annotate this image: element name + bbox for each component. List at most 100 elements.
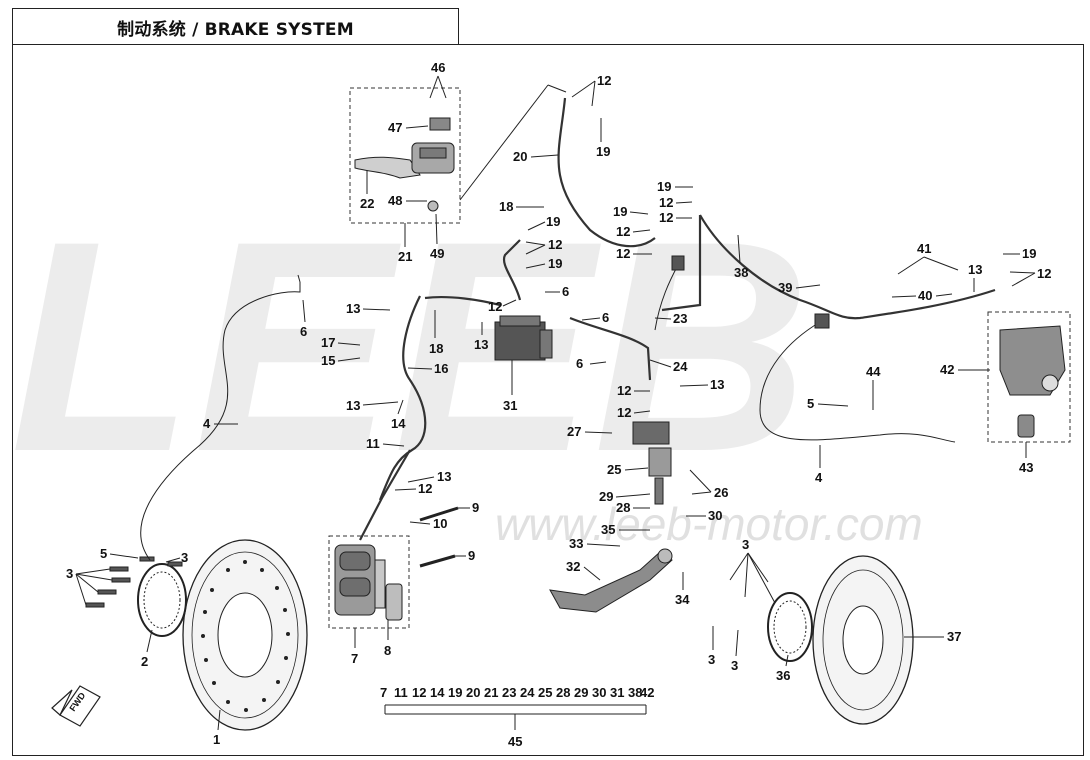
callout-label: 12 xyxy=(597,73,611,88)
callout-label: 1 xyxy=(213,732,220,747)
callout-label: 3 xyxy=(708,652,715,667)
callout-label: 11 xyxy=(366,436,380,451)
group-item-label: 38 xyxy=(628,685,642,700)
callout-label: 13 xyxy=(474,337,488,352)
rear-hose-38 xyxy=(699,214,996,320)
callout-label: 13 xyxy=(346,398,360,413)
rear-caliper-group-box xyxy=(987,311,1071,443)
watermark-url: www.leeb-motor.com xyxy=(495,498,923,550)
callout-label: 13 xyxy=(968,262,982,277)
callout-label: 3 xyxy=(181,550,188,565)
callout-label: 29 xyxy=(599,489,613,504)
callout-label: 12 xyxy=(659,210,673,225)
callout-label: 14 xyxy=(391,416,406,431)
callout-label: 6 xyxy=(576,356,583,371)
callout-label: 4 xyxy=(815,470,823,485)
group-total-label: 45 xyxy=(508,734,522,749)
callout-label: 3 xyxy=(66,566,73,581)
callout-label: 28 xyxy=(616,500,630,515)
group-item-label: 11 xyxy=(394,685,408,700)
callout-label: 9 xyxy=(468,548,475,563)
group-item-label: 19 xyxy=(448,685,462,700)
front-brake-disc xyxy=(182,539,308,731)
rear-caliper xyxy=(999,325,1066,396)
callout-label: 38 xyxy=(734,265,748,280)
callout-label: 12 xyxy=(659,195,673,210)
group-item-label: 21 xyxy=(484,685,498,700)
callout-label: 12 xyxy=(617,405,631,420)
callout-label: 19 xyxy=(613,204,627,219)
callout-label: 34 xyxy=(675,592,690,607)
rear-sensor-cable xyxy=(759,321,956,443)
callout-label: 18 xyxy=(429,341,443,356)
callout-label: 13 xyxy=(346,301,360,316)
front-bolts xyxy=(85,556,183,608)
bottom-group-bracket xyxy=(384,704,647,730)
callout-label: 49 xyxy=(430,246,444,261)
title-box: 制动系统 / BRAKE SYSTEM xyxy=(12,8,459,45)
callout-label: 12 xyxy=(488,299,502,314)
callout-label: 43 xyxy=(1019,460,1033,475)
group-item-label: 30 xyxy=(592,685,606,700)
callout-label: 3 xyxy=(731,658,738,673)
group-item-label: 14 xyxy=(430,685,445,700)
callout-label: 26 xyxy=(714,485,728,500)
rear-brake-disc xyxy=(812,555,914,725)
group-item-label: 20 xyxy=(466,685,480,700)
callout-label: 12 xyxy=(418,481,432,496)
callout-label: 27 xyxy=(567,424,581,439)
callout-label: 42 xyxy=(940,362,954,377)
callout-label: 32 xyxy=(566,559,580,574)
abs-hose-a xyxy=(502,239,522,301)
callout-label: 5 xyxy=(807,396,814,411)
watermark-logo: LEEB xyxy=(10,178,810,514)
group-item-label: 7 xyxy=(380,685,387,700)
callout-label: 3 xyxy=(742,537,749,552)
callout-label: 36 xyxy=(776,668,790,683)
callout-label: 20 xyxy=(513,149,527,164)
diagram-frame xyxy=(12,44,1084,756)
page-title: 制动系统 / BRAKE SYSTEM xyxy=(117,19,354,40)
callout-label: 35 xyxy=(601,522,615,537)
abs-hose-24 xyxy=(569,316,652,381)
brake-pedal xyxy=(549,548,673,613)
callout-label: 2 xyxy=(141,654,148,669)
group-item-label: 29 xyxy=(574,685,588,700)
callout-label: 16 xyxy=(434,361,448,376)
callout-label: 6 xyxy=(300,324,307,339)
master-cylinder-group-box xyxy=(349,87,461,224)
front-abs-ring xyxy=(137,563,187,637)
group-item-label: 12 xyxy=(412,685,426,700)
callout-label: 37 xyxy=(947,629,961,644)
front-brake-hose-14 xyxy=(378,295,427,501)
rear-master-cylinder xyxy=(632,421,672,505)
front-brake-hose-20 xyxy=(557,97,656,248)
callout-label: 21 xyxy=(398,249,412,264)
abs-unit xyxy=(494,315,553,361)
callout-label: 17 xyxy=(321,335,335,350)
callout-label: 19 xyxy=(1022,246,1036,261)
front-master-cylinder xyxy=(354,117,455,212)
callout-label: 46 xyxy=(431,60,445,75)
callout-label: 30 xyxy=(708,508,722,523)
callout-label: 44 xyxy=(866,364,881,379)
group-item-label: 31 xyxy=(610,685,624,700)
callout-label: 15 xyxy=(321,353,335,368)
callout-label: 31 xyxy=(503,398,517,413)
callout-label: 24 xyxy=(673,359,688,374)
callout-label: 40 xyxy=(918,288,932,303)
group-item-label: 23 xyxy=(502,685,516,700)
caliper-group-box xyxy=(328,535,410,629)
callout-label: 12 xyxy=(1037,266,1051,281)
callout-label: 8 xyxy=(384,643,391,658)
callout-label: 7 xyxy=(351,651,358,666)
callout-label: 22 xyxy=(360,196,374,211)
callout-label: 19 xyxy=(546,214,560,229)
fwd-arrow: FWD xyxy=(51,685,101,727)
group-item-label: 28 xyxy=(556,685,570,700)
group-item-label: 24 xyxy=(520,685,535,700)
callout-label: 41 xyxy=(917,241,931,256)
callout-label: 19 xyxy=(596,144,610,159)
